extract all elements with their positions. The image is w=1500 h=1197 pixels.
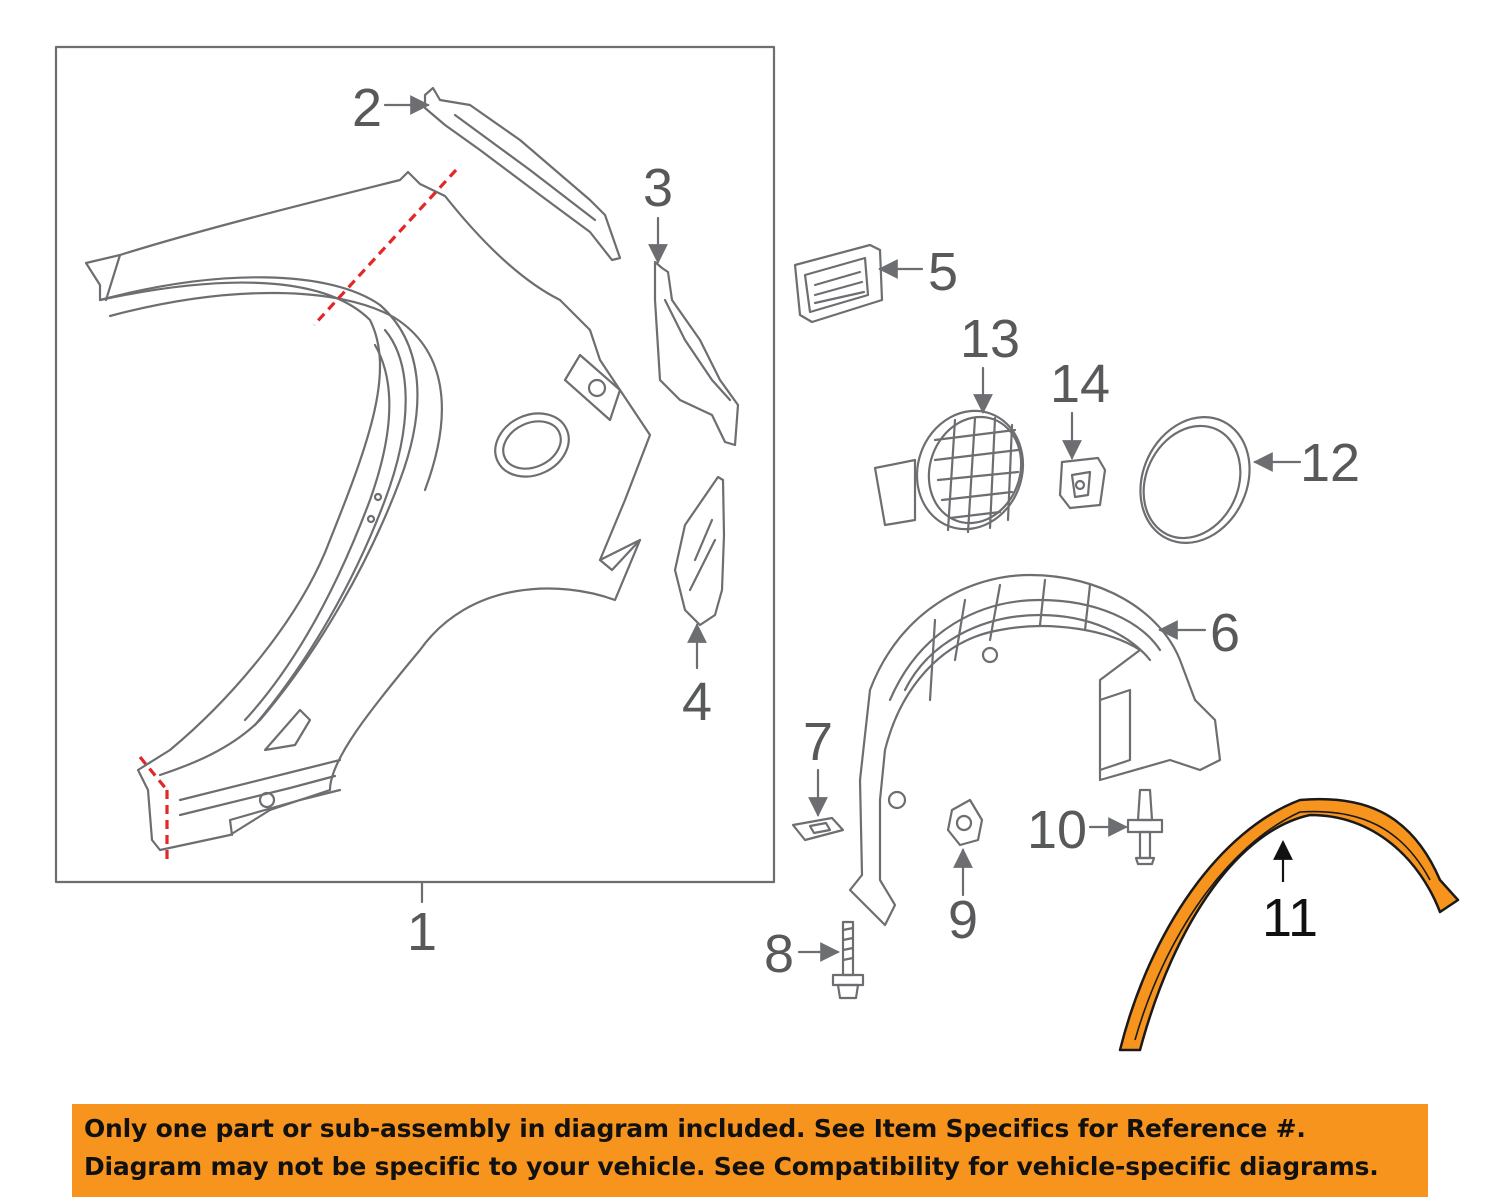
wheel-liner-part xyxy=(848,573,1222,927)
fuel-door-part xyxy=(1139,416,1251,544)
fuel-filler-housing-part xyxy=(873,409,1025,534)
latch-part xyxy=(1058,456,1107,510)
disclaimer-line-1: Only one part or sub-assembly in diagram… xyxy=(84,1114,1306,1143)
lower-bracket-part xyxy=(673,475,726,627)
assembly-frame xyxy=(54,45,776,884)
parts-diagram: 1 2 3 4 5 6 7 8 9 10 12 13 14 11 xyxy=(54,45,1460,1052)
disclaimer-banner: Only one part or sub-assembly in diagram… xyxy=(72,1104,1428,1197)
callout-13: 13 xyxy=(960,309,1020,369)
clip-part xyxy=(791,816,845,842)
callout-6: 6 xyxy=(1210,603,1240,663)
vent-part xyxy=(793,243,884,324)
callout-7: 7 xyxy=(803,712,833,772)
quarter-panel-part xyxy=(84,170,652,852)
callout-14: 14 xyxy=(1050,354,1110,414)
bolt-part xyxy=(831,920,865,1000)
upper-reinforcement-part xyxy=(423,86,622,262)
callout-5: 5 xyxy=(928,242,958,302)
wheel-opening-molding-part xyxy=(1118,797,1460,1052)
callout-4: 4 xyxy=(682,672,712,732)
cut-lines xyxy=(138,168,458,860)
push-clip-part xyxy=(1126,788,1164,866)
callout-8: 8 xyxy=(764,924,794,984)
callout-12: 12 xyxy=(1300,433,1360,493)
callout-9: 9 xyxy=(948,890,978,950)
callout-2: 2 xyxy=(352,78,382,138)
callout-3: 3 xyxy=(643,158,673,218)
inner-bracket-part xyxy=(653,260,740,447)
callout-10: 10 xyxy=(1027,800,1087,860)
callout-1: 1 xyxy=(407,902,437,962)
callout-11: 11 xyxy=(1262,888,1318,948)
nut-part xyxy=(946,798,984,847)
disclaimer-line-2: Diagram may not be specific to your vehi… xyxy=(84,1152,1379,1181)
